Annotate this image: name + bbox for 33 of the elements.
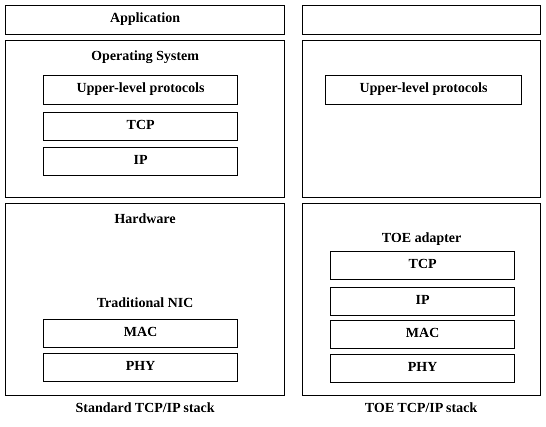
protocol-label: Upper-level protocols xyxy=(76,81,204,97)
protocol-label: IP xyxy=(134,152,148,168)
protocol-label: TCP xyxy=(408,256,436,272)
layer-heading: Traditional NIC xyxy=(96,296,194,312)
layer-panel xyxy=(5,203,285,396)
protocol-label: Upper-level protocols xyxy=(360,81,488,97)
protocol-box xyxy=(330,320,515,349)
layer-heading: Hardware xyxy=(114,212,176,228)
layer-heading: TOE adapter xyxy=(382,231,462,247)
protocol-label: IP xyxy=(416,292,430,308)
protocol-box xyxy=(43,112,238,141)
protocol-label: MAC xyxy=(124,324,158,340)
protocol-box xyxy=(43,353,238,382)
protocol-label: PHY xyxy=(408,360,438,376)
layer-panel xyxy=(302,203,541,396)
protocol-label: TCP xyxy=(126,118,154,134)
protocol-box xyxy=(43,319,238,348)
protocol-label: PHY xyxy=(126,358,156,374)
protocol-box xyxy=(330,287,515,316)
protocol-box xyxy=(43,75,238,105)
layer-heading: Operating System xyxy=(91,49,199,65)
stack-caption: TOE TCP/IP stack xyxy=(364,401,478,417)
protocol-box xyxy=(330,251,515,280)
protocol-box xyxy=(330,354,515,383)
empty-box xyxy=(302,5,541,35)
protocol-box xyxy=(43,147,238,176)
protocol-box xyxy=(5,5,285,35)
protocol-box xyxy=(325,75,522,105)
protocol-label: MAC xyxy=(406,326,440,342)
empty-box xyxy=(302,40,541,198)
layer-panel xyxy=(5,40,285,198)
protocol-label: Application xyxy=(110,11,180,27)
stack-caption: Standard TCP/IP stack xyxy=(76,401,214,417)
